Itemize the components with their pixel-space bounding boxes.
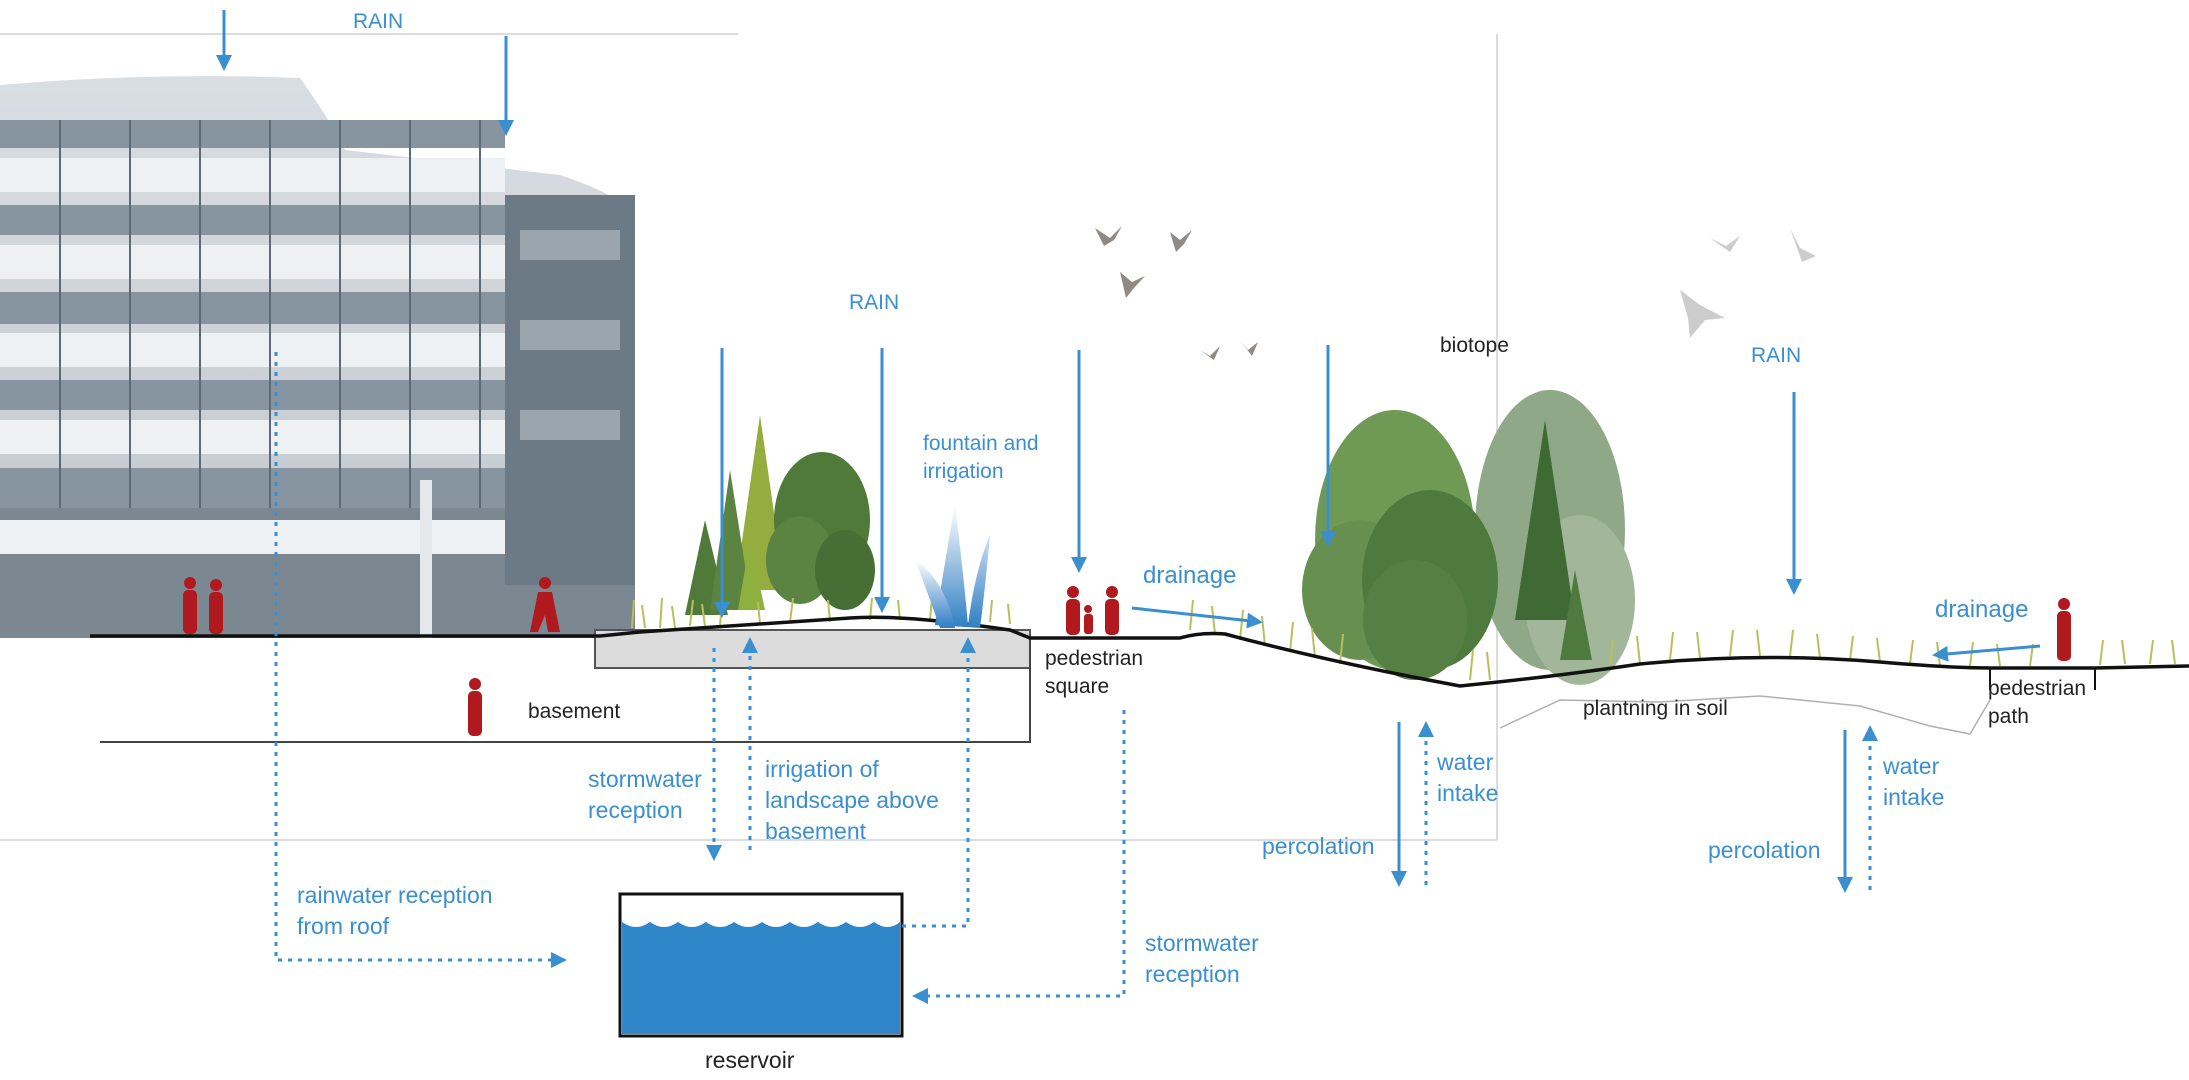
- reservoir-label: reservoir: [705, 1047, 795, 1073]
- planting-in-soil-label: plantning in soil: [1583, 697, 1728, 720]
- rain-label-right: RAIN: [1751, 344, 1802, 367]
- percolation-label-left: percolation: [1262, 833, 1375, 859]
- dotted-flows: [274, 352, 1878, 1004]
- planting-soil-outline: [1499, 695, 1991, 735]
- basement-structure: [100, 629, 1031, 743]
- fountain: [915, 505, 990, 628]
- drainage-label-left: drainage: [1143, 562, 1237, 589]
- trees-biotope: [1302, 390, 1635, 685]
- people: [183, 577, 2071, 736]
- percolation-arrows: [1391, 722, 1853, 893]
- reservoir-tank: [618, 892, 904, 1038]
- drainage-arrows: [1131, 606, 2041, 662]
- drainage-label-right: drainage: [1935, 596, 2029, 623]
- biotope-label: biotope: [1440, 334, 1509, 357]
- birds: [1095, 226, 1816, 360]
- percolation-label-right: percolation: [1708, 837, 1821, 863]
- basement-label: basement: [528, 700, 621, 723]
- ground-line: [90, 615, 2189, 688]
- rain-label-top: RAIN: [353, 10, 404, 33]
- pedestrian-path-step: [1989, 668, 2096, 690]
- rain-arrows: [216, 10, 1802, 618]
- office-building: [0, 76, 635, 638]
- rain-label-middle: RAIN: [849, 291, 900, 314]
- trees-left: [685, 415, 875, 615]
